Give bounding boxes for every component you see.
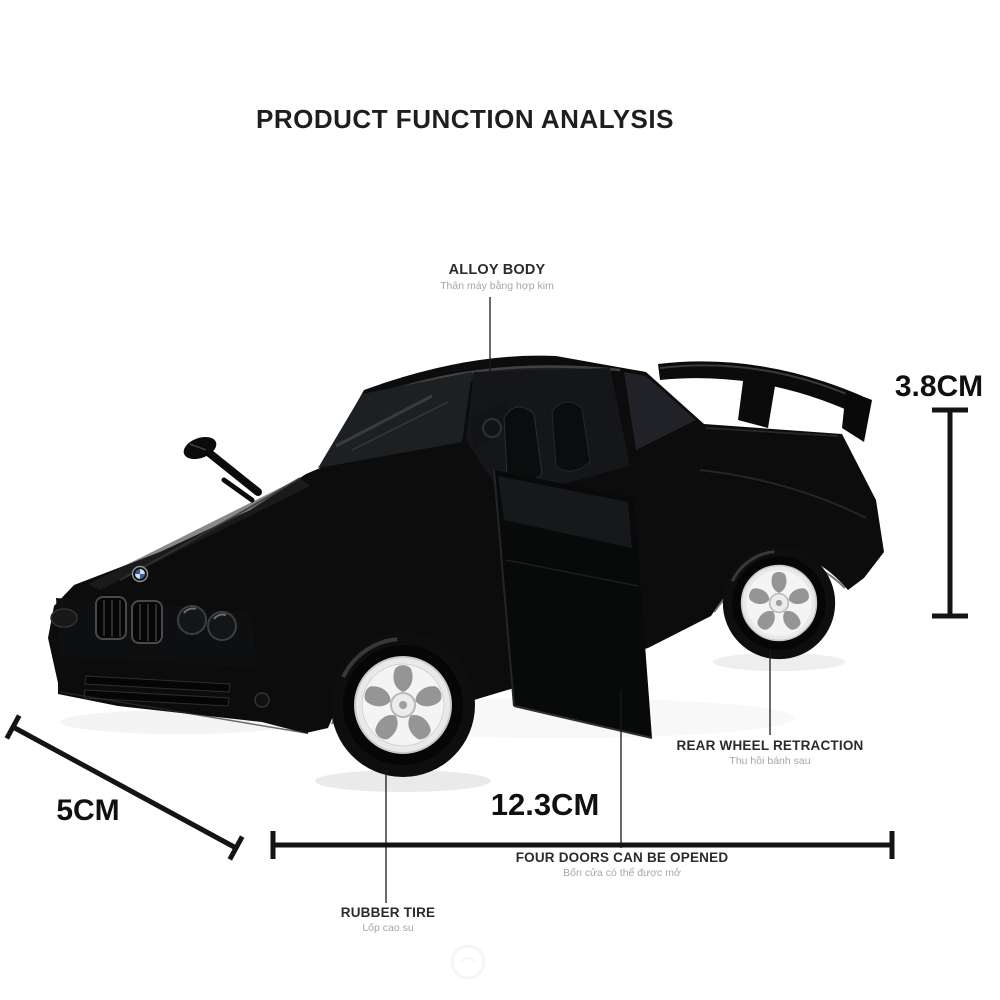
four-doors-callout: FOUR DOORS CAN BE OPENED Bốn cửa có thể … bbox=[460, 850, 784, 879]
page-title: PRODUCT FUNCTION ANALYSIS bbox=[256, 104, 674, 134]
width-dimension-value: 5CM bbox=[56, 794, 120, 827]
alloy-body-sublabel: Thân máy bằng hợp kim bbox=[440, 280, 554, 292]
front-wheel bbox=[331, 633, 475, 777]
height-dimension-value: 3.8CM bbox=[894, 370, 984, 403]
length-dimension-line bbox=[270, 831, 895, 859]
car-illustration bbox=[48, 355, 884, 777]
quarter-window bbox=[624, 372, 696, 450]
four-doors-sublabel: Bốn cửa có thể được mở bbox=[563, 867, 681, 879]
watermark bbox=[450, 944, 486, 980]
rubber-tire-label: RUBBER TIRE bbox=[340, 905, 436, 920]
rear-wheel-retraction-callout: REAR WHEEL RETRACTION Thu hồi bánh sau bbox=[620, 738, 920, 767]
rubber-tire-sublabel: Lốp cao su bbox=[362, 922, 414, 934]
open-door bbox=[493, 469, 653, 739]
rear-wheel bbox=[722, 546, 836, 660]
side-mirror bbox=[183, 436, 262, 503]
kidney-grille bbox=[95, 596, 163, 644]
front-fascia bbox=[50, 565, 308, 734]
headlights bbox=[177, 605, 237, 641]
alloy-body-label: ALLOY BODY bbox=[448, 262, 546, 278]
alloy-body-callout: ALLOY BODY Thân máy bằng hợp kim bbox=[347, 262, 647, 292]
four-doors-label: FOUR DOORS CAN BE OPENED bbox=[515, 850, 729, 865]
corner-light bbox=[50, 608, 78, 628]
brand-roundel bbox=[131, 565, 149, 583]
rear-wheel-retraction-sublabel: Thu hồi bánh sau bbox=[729, 755, 811, 767]
length-dimension-value: 12.3CM bbox=[490, 787, 600, 822]
car-body bbox=[48, 355, 884, 733]
windshield bbox=[318, 372, 472, 468]
cabin-interior bbox=[466, 368, 630, 500]
rear-wheel-retraction-label: REAR WHEEL RETRACTION bbox=[676, 738, 864, 753]
width-dimension-line bbox=[4, 714, 245, 861]
spoiler-wing bbox=[658, 361, 872, 442]
rubber-tire-callout: RUBBER TIRE Lốp cao su bbox=[288, 905, 488, 934]
height-dimension-line bbox=[932, 407, 968, 619]
